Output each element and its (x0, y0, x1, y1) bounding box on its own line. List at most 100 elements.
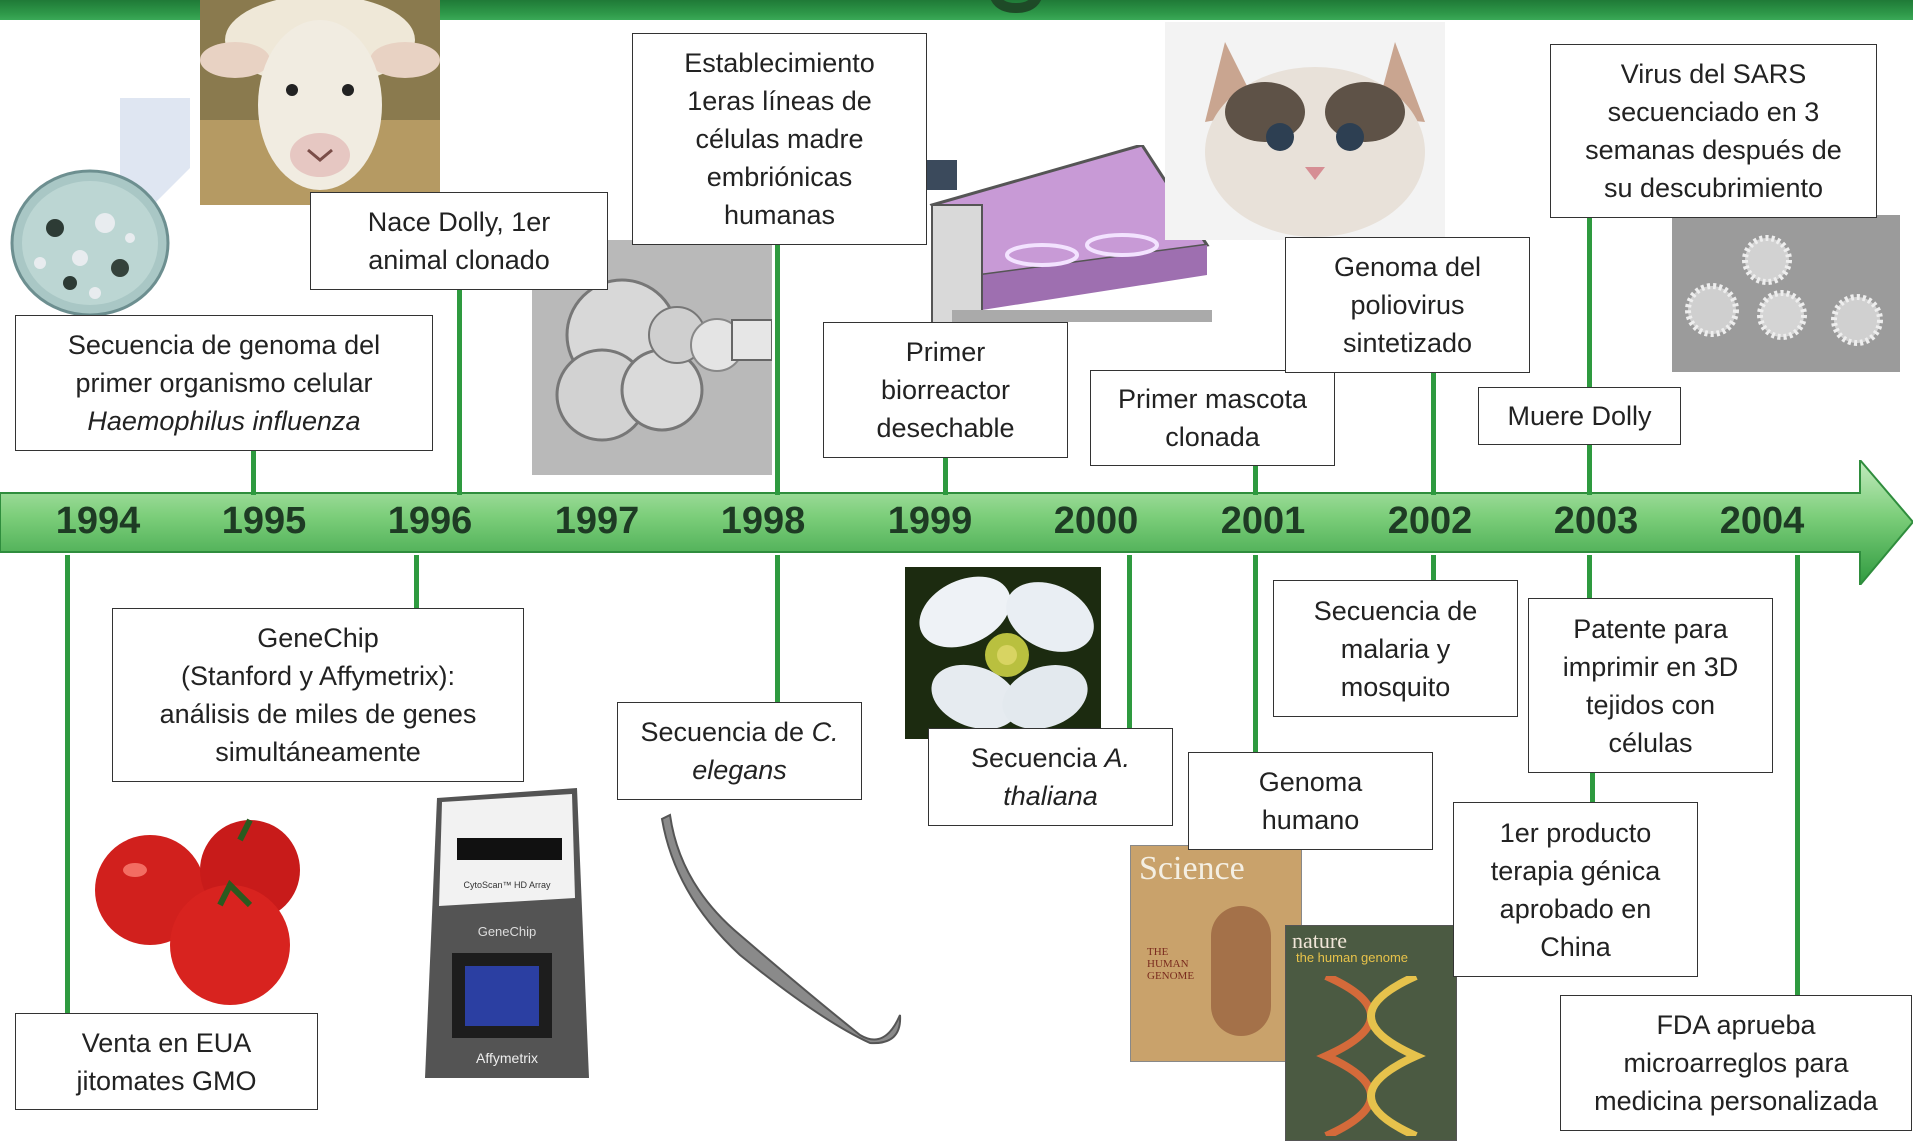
event-dolly-dies: Muere Dolly (1478, 387, 1681, 445)
connector-genechip (414, 555, 419, 610)
bioreactor-image (912, 145, 1212, 330)
event-text-line: FDA aprueba (1656, 1010, 1816, 1040)
nature-title: nature (1292, 928, 1347, 953)
event-text-line: biorreactor (880, 375, 1011, 405)
connector-sars (1587, 218, 1592, 388)
event-haemophilus-genome: Secuencia de genoma del primer organismo… (15, 315, 433, 451)
sars-virus-image (1672, 215, 1900, 372)
connector-tomatoes (65, 555, 70, 1015)
event-gene-therapy-china: 1er producto terapia génica aprobado en … (1453, 802, 1698, 977)
genechip-label: GeneChip (478, 924, 537, 939)
event-text-line: Primer (905, 337, 986, 367)
connector-haemophilus (251, 450, 256, 495)
event-text-line: Genoma del (1333, 252, 1482, 282)
connector-malaria (1431, 555, 1436, 585)
event-text-italic: elegans (692, 755, 787, 785)
connector-fda (1795, 555, 1800, 995)
event-text-line: Muere Dolly (1507, 401, 1652, 431)
event-text-line: Establecimiento (684, 48, 875, 78)
event-text-line: humano (1261, 805, 1360, 835)
year-1998: 1998 (720, 500, 806, 542)
event-text-line: terapia génica (1490, 855, 1661, 886)
event-text-line: Secuencia A. (971, 739, 1130, 777)
event-text-line: Nace Dolly, 1er (367, 207, 551, 237)
science-cover-image: Science THE HUMAN GENOME (1130, 845, 1302, 1062)
event-text-line: Primer mascota (1117, 384, 1308, 414)
affymetrix-label: Affymetrix (476, 1050, 538, 1066)
year-1999: 1999 (887, 500, 973, 542)
top-header-band (0, 0, 1913, 20)
nature-cover-image: nature the human genome (1285, 925, 1457, 1141)
science-title: Science (1139, 850, 1245, 887)
event-text-line: Genoma (1258, 767, 1363, 797)
year-1995: 1995 (221, 500, 307, 542)
title-fragment (990, 0, 1042, 14)
connector-thaliana (1127, 555, 1132, 730)
event-text-line: microarreglos para (1623, 1048, 1849, 1078)
year-1996: 1996 (387, 500, 473, 542)
event-text-line: GeneChip (257, 623, 379, 653)
event-genechip: GeneChip (Stanford y Affymetrix): anális… (112, 608, 524, 782)
year-2004: 2004 (1719, 500, 1805, 542)
event-text-line: semanas después de (1585, 135, 1842, 165)
event-3d-printing-patent: Patente para imprimir en 3D tejidos con … (1528, 598, 1773, 773)
event-text-line: poliovirus (1350, 290, 1465, 320)
year-2003: 2003 (1553, 500, 1639, 542)
event-text-line: malaria y (1340, 633, 1451, 664)
event-c-elegans: Secuencia de C. elegans (617, 702, 862, 800)
event-text-line: animal clonado (368, 245, 550, 275)
event-text-prefix: Secuencia de (640, 717, 812, 747)
event-text-line: embriónicas (706, 162, 853, 192)
event-text-line: (Stanford y Affymetrix): (180, 661, 456, 691)
nature-subtitle: the human genome (1296, 950, 1409, 965)
event-text-prefix: Secuencia (970, 743, 1105, 773)
event-stem-cells: Establecimiento 1eras líneas de células … (632, 33, 927, 245)
arabidopsis-flower-image (905, 567, 1101, 739)
connector-bioreactor (943, 458, 948, 495)
event-text-line: Secuencia de C. (640, 713, 838, 751)
event-text-line: medicina personalizada (1594, 1086, 1878, 1116)
event-gmo-tomatoes: Venta en EUA jitomates GMO (15, 1013, 318, 1110)
event-text-line: Venta en EUA (81, 1027, 252, 1058)
connector-celegans (775, 555, 780, 705)
event-text-italic: C. (811, 717, 839, 747)
connector-dolly-dies (1587, 445, 1592, 495)
event-text-italic: Haemophilus influenza (87, 406, 361, 436)
event-text-line: aprobado en (1499, 893, 1652, 924)
event-text-line: imprimir en 3D (1562, 651, 1739, 682)
event-text-line: su descubrimiento (1603, 173, 1824, 203)
c-elegans-worm-image (640, 805, 930, 1055)
event-text-line: células (1608, 727, 1693, 758)
event-human-genome: Genoma humano (1188, 752, 1433, 850)
connector-gene-therapy (1590, 770, 1595, 805)
event-text-italic: A. (1104, 743, 1131, 773)
event-text-line: China (1540, 931, 1611, 962)
event-text-italic: thaliana (1003, 781, 1098, 811)
event-malaria-mosquito: Secuencia de malaria y mosquito (1273, 580, 1518, 717)
kitten-image (1165, 22, 1445, 240)
science-subtitle: THE HUMAN GENOME (1147, 946, 1195, 982)
event-text-line: Secuencia de (1313, 595, 1478, 626)
connector-pet (1253, 465, 1258, 495)
event-text-line: 1er producto (1499, 817, 1652, 848)
dolly-sheep-image (200, 0, 440, 205)
event-text-line: 1eras líneas de (687, 86, 872, 116)
year-1994: 1994 (55, 500, 141, 542)
connector-poliovirus (1431, 372, 1436, 495)
event-text-line: simultáneamente (215, 737, 421, 767)
event-dolly-born: Nace Dolly, 1er animal clonado (310, 192, 608, 290)
event-disposable-bioreactor: Primer biorreactor desechable (823, 322, 1068, 458)
year-2002: 2002 (1387, 500, 1473, 542)
event-text-line: desechable (876, 413, 1015, 443)
event-text-line: Secuencia de genoma del (67, 330, 381, 360)
year-2000: 2000 (1053, 500, 1139, 542)
event-text-line: sintetizado (1342, 328, 1473, 358)
event-text-line: mosquito (1340, 671, 1451, 702)
event-poliovirus-genome: Genoma del poliovirus sintetizado (1285, 237, 1530, 373)
connector-print3d (1587, 555, 1592, 600)
embryo-cells-image (532, 240, 772, 475)
event-text-line: secuenciado en 3 (1607, 97, 1820, 127)
event-cloned-pet: Primer mascota clonada (1090, 370, 1335, 466)
tomatoes-image (90, 815, 320, 1010)
year-1997: 1997 (554, 500, 640, 542)
